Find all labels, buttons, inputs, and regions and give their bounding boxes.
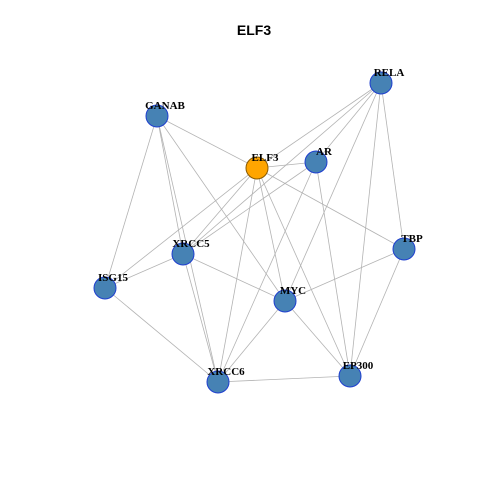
- edge-ganab-isg15: [104, 115, 158, 289]
- node-isg15[interactable]: [93, 276, 117, 300]
- node-ganab[interactable]: [145, 104, 169, 128]
- edge-elf3-isg15: [104, 167, 258, 289]
- edge-myc-xrcc6: [217, 300, 286, 383]
- edge-rela-ep300: [349, 82, 382, 377]
- edge-myc-ep300: [284, 300, 351, 377]
- edge-tbp-ep300: [349, 248, 405, 377]
- edge-xrcc5-myc: [182, 253, 286, 302]
- node-label-myc: MYC: [280, 285, 306, 297]
- node-xrcc6[interactable]: [206, 370, 230, 394]
- edge-isg15-xrcc6: [104, 287, 219, 383]
- edge-elf3-xrcc5: [182, 167, 258, 255]
- node-tbp[interactable]: [392, 237, 416, 261]
- node-ar[interactable]: [304, 150, 328, 174]
- edge-xrcc5-xrcc6: [182, 253, 219, 383]
- edge-rela-elf3: [256, 82, 382, 169]
- node-label-ganab: GANAB: [145, 100, 185, 112]
- edge-elf3-tbp: [256, 167, 405, 250]
- node-elf3[interactable]: [245, 156, 269, 180]
- node-label-tbp: TBP: [401, 233, 423, 245]
- edge-ar-ep300: [315, 161, 351, 377]
- edge-rela-xrcc5: [182, 82, 382, 255]
- node-myc[interactable]: [273, 289, 297, 313]
- edge-ar-xrcc5: [182, 161, 317, 255]
- edge-elf3-ep300: [256, 167, 351, 377]
- edge-rela-tbp: [380, 82, 405, 250]
- node-label-ar: AR: [316, 146, 333, 158]
- node-xrcc5[interactable]: [171, 242, 195, 266]
- node-label-isg15: ISG15: [98, 272, 128, 284]
- edge-elf3-xrcc6: [217, 167, 258, 383]
- node-label-rela: RELA: [374, 67, 405, 79]
- edge-xrcc6-ep300: [217, 375, 351, 383]
- edge-elf3-myc: [256, 167, 286, 302]
- node-ep300[interactable]: [338, 364, 362, 388]
- node-label-xrcc5: XRCC5: [172, 238, 210, 250]
- node-label-xrcc6: XRCC6: [207, 366, 245, 378]
- edge-layer: [104, 82, 405, 383]
- node-label-elf3: ELF3: [252, 152, 279, 164]
- edge-tbp-myc: [284, 248, 405, 302]
- node-rela[interactable]: [369, 71, 393, 95]
- edge-rela-myc: [284, 82, 382, 302]
- edge-ar-xrcc6: [217, 161, 317, 383]
- diagram-title: ELF3: [237, 22, 271, 38]
- edge-ganab-myc: [156, 115, 286, 302]
- edge-ganab-elf3: [156, 115, 258, 169]
- edge-ganab-xrcc5: [156, 115, 184, 255]
- edge-xrcc5-isg15: [104, 253, 184, 289]
- node-label-ep300: EP300: [343, 360, 374, 372]
- edge-rela-ar: [315, 82, 382, 163]
